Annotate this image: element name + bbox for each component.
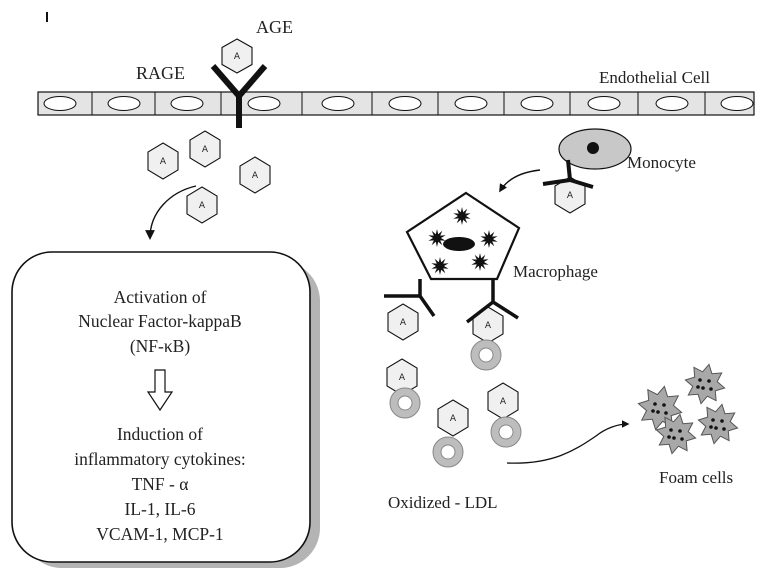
age-molecule: A: [186, 186, 218, 224]
monocyte: [558, 128, 632, 170]
membrane-cell: [321, 96, 355, 111]
age-glyph: A: [450, 414, 457, 424]
age-glyph: A: [400, 318, 407, 328]
foam-cell: [684, 363, 726, 405]
ldl-inclusion: [428, 229, 446, 247]
arrow-to-nfkb: [145, 185, 197, 240]
age-molecule: A: [147, 142, 179, 180]
macrophage-label: Macrophage: [513, 262, 598, 281]
age-glyph: A: [500, 397, 507, 407]
membrane-cell: [107, 96, 141, 111]
age-glyph: A: [160, 157, 167, 167]
age-molecule: A: [437, 399, 469, 437]
ldl-inclusion: [471, 253, 489, 271]
foam-cells: [637, 363, 739, 455]
nfkb-box: Activation of Nuclear Factor-kappaB (NF-κB…: [11, 251, 320, 568]
nfkb-box-line: Activation of: [114, 287, 207, 307]
age-glyph: A: [234, 52, 241, 62]
nfkb-box-line: Nuclear Factor-kappaB: [78, 311, 241, 331]
age-glyph: A: [485, 321, 492, 331]
nfkb-box-line: Induction of: [117, 424, 203, 444]
endothelial-cell-label: Endothelial Cell: [599, 68, 710, 87]
age-glyph: A: [199, 201, 206, 211]
oxidized-ldl-particles: [389, 339, 522, 468]
membrane-cell: [587, 96, 621, 111]
foam-cell: [697, 403, 739, 445]
membrane-cell: [247, 96, 281, 111]
membrane-cell: [720, 96, 754, 111]
age-molecule: A: [239, 156, 271, 194]
age-glyph: A: [567, 191, 574, 201]
foam-cells-label: Foam cells: [659, 468, 733, 487]
ldl-inclusion: [480, 230, 498, 248]
ldl-particle: [470, 339, 502, 371]
membrane-cell: [454, 96, 488, 111]
age-molecule: A: [221, 38, 253, 74]
arrow-to-macrophage: [499, 169, 541, 193]
nfkb-box-line: (NF-κB): [130, 336, 191, 356]
ldl-particle: [432, 436, 464, 468]
nfkb-box-line: IL-1, IL-6: [125, 499, 196, 519]
membrane-cell: [43, 96, 77, 111]
nfkb-box-line: VCAM-1, MCP-1: [96, 524, 223, 544]
ldl-particle: [490, 416, 522, 448]
age-molecules: A A A A A A A A A A A: [147, 38, 586, 437]
arrow-to-foam-cells: [506, 420, 630, 464]
monocyte-receptor: [542, 159, 594, 189]
membrane-cell: [655, 96, 689, 111]
ldl-inclusion: [431, 257, 449, 275]
membrane-cell: [388, 96, 422, 111]
ldl-inclusion: [453, 207, 471, 225]
membrane-cell: [520, 96, 554, 111]
macrophage-receptors: [384, 279, 519, 324]
age-glyph: A: [202, 145, 209, 155]
foam-cell: [655, 413, 697, 455]
nfkb-box-line: TNF - α: [132, 474, 189, 494]
nfkb-box-line: inflammatory cytokines:: [74, 449, 246, 469]
age-glyph: A: [252, 171, 259, 181]
rage-label: RAGE: [136, 63, 185, 83]
ldl-particle: [389, 387, 421, 419]
endothelial-cell-layer: [37, 91, 755, 116]
macrophage: [405, 191, 521, 281]
oxidized-ldl-label: Oxidized - LDL: [388, 493, 498, 512]
age-molecule: A: [487, 382, 519, 420]
hollow-down-arrow: [146, 369, 174, 412]
age-label: AGE: [256, 17, 293, 37]
membrane-cell: [170, 96, 204, 111]
age-molecule: A: [387, 303, 419, 341]
monocyte-label: Monocyte: [627, 153, 696, 172]
rage-receptor: [210, 64, 268, 128]
age-glyph: A: [399, 373, 406, 383]
age-molecule: A: [189, 130, 221, 168]
